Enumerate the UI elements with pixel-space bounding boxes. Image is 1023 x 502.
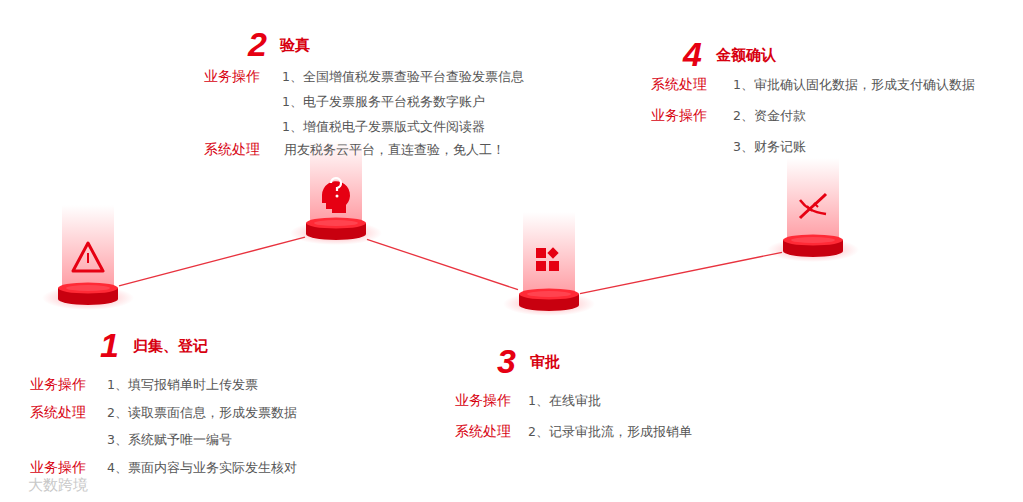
step-item: 1、全国增值税发票查验平台查验发票信息 bbox=[282, 69, 524, 84]
role-label: 系统处理 bbox=[455, 423, 511, 440]
step-number: 4 bbox=[683, 37, 702, 71]
light-beam bbox=[787, 158, 839, 240]
step-item: 1、在线审批 bbox=[528, 393, 601, 408]
step-heading: 归集、登记 bbox=[133, 337, 208, 355]
step-item: 2、记录审批流，形成报销单 bbox=[528, 424, 692, 439]
question-head-icon bbox=[322, 178, 350, 213]
halo bbox=[42, 286, 134, 310]
pedestal-shape bbox=[57, 282, 119, 306]
step-number: 1 bbox=[100, 328, 119, 362]
role-label: 系统处理 bbox=[30, 404, 86, 421]
step-heading: 金额确认 bbox=[716, 46, 776, 64]
pedestal-shape bbox=[518, 288, 580, 312]
light-beam bbox=[62, 205, 114, 287]
step-item: 4、票面内容与业务实际发生核对 bbox=[107, 460, 297, 475]
step-item: 3、财务记账 bbox=[733, 139, 806, 154]
role-label: 业务操作 bbox=[204, 68, 260, 85]
timeline-connector bbox=[119, 237, 305, 286]
role-label: 业务操作 bbox=[30, 459, 86, 476]
timeline-connector bbox=[367, 239, 518, 289]
step-item: 2、读取票面信息，形成发票数据 bbox=[107, 405, 297, 420]
step-item: 3、系统赋予唯一编号 bbox=[107, 432, 232, 447]
dna-icon bbox=[800, 194, 826, 218]
blocks-icon bbox=[536, 247, 559, 271]
step-item: 1、电子发票服务平台税务数字账户 bbox=[282, 94, 485, 109]
role-label: 业务操作 bbox=[651, 107, 707, 124]
role-label: 业务操作 bbox=[30, 376, 86, 393]
pedestal-shape bbox=[782, 234, 844, 258]
step-item: 2、资金付款 bbox=[733, 108, 806, 123]
warning-icon bbox=[73, 243, 103, 271]
role-label: 系统处理 bbox=[651, 76, 707, 93]
step-item: 1、填写报销单时上传发票 bbox=[107, 377, 258, 392]
halo bbox=[290, 221, 382, 245]
step-item: 1、增值税电子发票版式文件阅读器 bbox=[282, 119, 485, 134]
step-heading: 验真 bbox=[280, 36, 310, 54]
light-beam bbox=[523, 212, 575, 294]
watermark: 大数跨境 bbox=[28, 476, 88, 494]
halo bbox=[503, 292, 595, 316]
role-label: 业务操作 bbox=[455, 392, 511, 409]
step-number: 3 bbox=[497, 344, 516, 378]
step-pedestal: 2验真业务操作1、全国增值税发票查验平台查验发票信息1、电子发票服务平台税务数字… bbox=[305, 217, 367, 241]
step-pedestal: 1归集、登记业务操作1、填写报销单时上传发票系统处理2、读取票面信息，形成发票数… bbox=[57, 282, 119, 306]
step-number: 2 bbox=[248, 27, 267, 61]
timeline-connector bbox=[580, 252, 782, 293]
step-pedestal: 3审批业务操作1、在线审批系统处理2、记录审批流，形成报销单 bbox=[518, 288, 580, 312]
halo bbox=[767, 238, 859, 262]
step-pedestal: 4金额确认系统处理1、审批确认固化数据，形成支付确认数据业务操作2、资金付款3、… bbox=[782, 234, 844, 258]
step-item: 用友税务云平台，直连查验，免人工！ bbox=[284, 142, 505, 157]
role-label: 系统处理 bbox=[204, 141, 260, 158]
step-heading: 审批 bbox=[530, 353, 560, 371]
step-item: 1、审批确认固化数据，形成支付确认数据 bbox=[733, 77, 975, 92]
pedestal-shape bbox=[305, 217, 367, 241]
